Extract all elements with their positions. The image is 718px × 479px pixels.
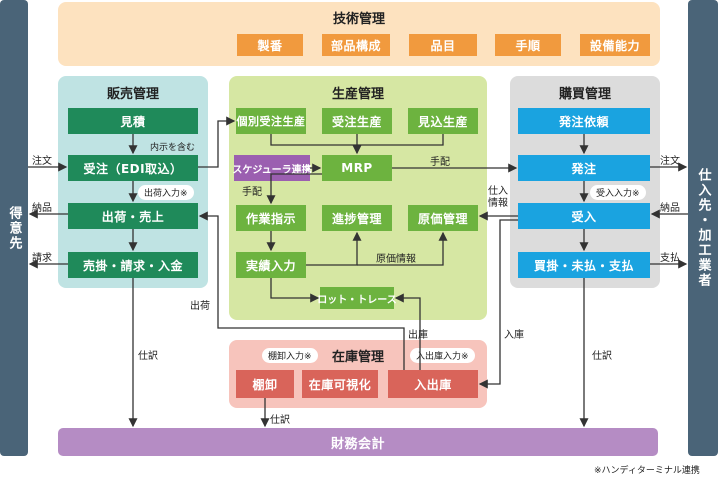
- finance-bar: 財務会計: [58, 428, 658, 456]
- tech-item-seiban: 製番: [237, 34, 303, 56]
- inv-item-tanaoroshi: 棚卸: [236, 370, 294, 398]
- label-shiwake-inventory: 仕訳: [270, 415, 290, 426]
- inv-item-kashika: 在庫可視化: [302, 370, 378, 398]
- prod-item-genka: 原価管理: [408, 205, 478, 231]
- label-deliver-right: 納品: [660, 203, 680, 214]
- label-order-out: 注文: [660, 156, 680, 167]
- purch-item-hatchu: 発注: [518, 155, 650, 181]
- inventory-pill-tanaoroshi: 棚卸入力※: [262, 348, 318, 363]
- production-management-title: 生産管理: [331, 87, 384, 102]
- label-shukka: 出荷: [190, 301, 210, 312]
- label-payment: 支払: [660, 253, 680, 264]
- tech-item-hinmoku: 品目: [409, 34, 477, 56]
- sales-management-title: 販売管理: [106, 87, 159, 102]
- label-shiwake-sales: 仕訳: [138, 351, 158, 362]
- prod-item-juchu: 受注生産: [322, 108, 392, 134]
- purch-item-ukeire: 受入: [518, 203, 650, 229]
- sales-item-shukka: 出荷・売上: [68, 203, 198, 229]
- prod-item-jisseki: 実績入力: [236, 252, 306, 278]
- label-tehai-mrp: 手配: [430, 157, 450, 168]
- label-ship-input: 出荷入力※: [138, 185, 194, 200]
- prod-item-shinchoku: 進捗管理: [322, 205, 392, 231]
- sales-item-mitsumori: 見積: [68, 108, 198, 134]
- sales-item-juchu: 受注（EDI取込）: [68, 155, 198, 181]
- tech-item-parts: 部品構成: [322, 34, 390, 56]
- prod-item-kobetsu: 個別受注生産: [236, 108, 306, 134]
- prod-item-mikomi: 見込生産: [408, 108, 478, 134]
- label-naiji: 内示を含む: [150, 143, 196, 153]
- sales-item-urikake: 売掛・請求・入金: [68, 252, 198, 278]
- label-order-in: 注文: [32, 156, 52, 167]
- supplier-side-bar: 仕入先・加工業者: [688, 0, 718, 456]
- label-invoice: 請求: [32, 253, 52, 264]
- purchase-management-title: 購買管理: [558, 87, 611, 102]
- customer-side-bar: 得意先: [0, 0, 28, 456]
- label-genka-info: 原価情報: [376, 254, 416, 265]
- label-receive-input: 受入入力※: [590, 185, 646, 200]
- tech-item-setsubi: 設備能力: [580, 34, 650, 56]
- footnote: ※ハンディターミナル連携: [594, 466, 700, 476]
- label-shiwake-purchase: 仕訳: [592, 351, 612, 362]
- purch-item-kaikake: 買掛・未払・支払: [518, 252, 650, 278]
- inventory-pill-nyushukko: 入出庫入力※: [410, 348, 475, 363]
- label-deliver-left: 納品: [32, 203, 52, 214]
- inventory-management-title: 在庫管理: [331, 350, 384, 365]
- prod-scheduler: スケジューラ連携: [232, 155, 312, 181]
- tech-management-title: 技術管理: [332, 12, 385, 27]
- tech-item-tejun: 手順: [495, 34, 561, 56]
- prod-item-sagyo: 作業指示: [236, 205, 306, 231]
- prod-item-mrp: MRP: [322, 155, 392, 181]
- purch-item-irai: 発注依頼: [518, 108, 650, 134]
- inv-item-nyushukko: 入出庫: [388, 370, 478, 398]
- label-shukko: 出庫: [408, 330, 428, 341]
- prod-item-lot: ロット・トレース: [317, 287, 397, 309]
- label-tehai-sagyo: 手配: [242, 187, 262, 198]
- label-nyuko: 入庫: [504, 330, 524, 341]
- label-shiire-info: 仕入 情報: [488, 186, 508, 209]
